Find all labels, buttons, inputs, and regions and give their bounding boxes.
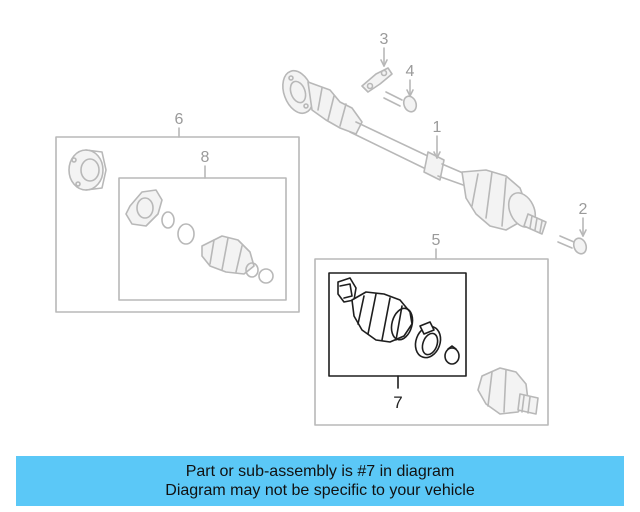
callout-1: 1 (433, 119, 442, 136)
callout-3: 3 (380, 31, 389, 48)
bracket-part-3 (361, 67, 393, 93)
banner-line-disclaimer: Diagram may not be specific to your vehi… (165, 482, 475, 499)
boot-kit-part-7 (328, 272, 467, 377)
callout-8: 8 (201, 149, 210, 166)
leader-lines (178, 47, 587, 389)
callout-7: 7 (393, 393, 402, 412)
callout-4: 4 (406, 63, 415, 80)
callout-2: 2 (579, 201, 588, 218)
group-box-part-6 (55, 136, 300, 313)
callout-5: 5 (432, 232, 441, 249)
group-box-part-8 (118, 177, 287, 301)
bolt-part-4 (383, 91, 418, 113)
banner-line-part: Part or sub-assembly is #7 in diagram (185, 463, 455, 480)
parts-diagram: 1 2 3 4 5 6 8 7 (55, 31, 588, 426)
callout-6: 6 (175, 111, 184, 128)
bolt-part-2 (557, 235, 588, 255)
part-info-banner: Part or sub-assembly is #7 in diagram Di… (16, 456, 624, 506)
group-box-part-5 (314, 258, 549, 426)
axle-shaft-part-1 (282, 69, 547, 235)
